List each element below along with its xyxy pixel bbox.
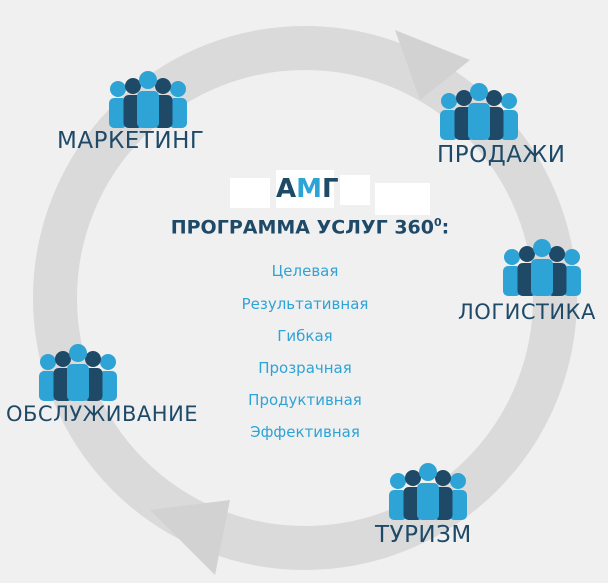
quality-item: Целевая — [271, 262, 339, 280]
arrow-head-top — [395, 30, 470, 100]
quality-item: Эффективная — [250, 423, 360, 441]
people-icon — [36, 343, 120, 401]
program-title: ПРОГРАММА УСЛУГ 3600: — [170, 216, 450, 239]
node-logistics: ЛОГИСТИКА — [458, 300, 596, 324]
quality-item: Прозрачная — [258, 359, 352, 377]
arrow-head-bottom — [150, 500, 230, 575]
node-service: ОБСЛУЖИВАНИЕ — [6, 402, 199, 426]
people-icon — [500, 238, 584, 296]
quality-item: Продуктивная — [248, 391, 362, 409]
people-icon — [386, 462, 470, 520]
quality-item: Гибкая — [277, 327, 333, 345]
node-marketing: МАРКЕТИНГ — [57, 128, 205, 154]
people-icon — [106, 70, 190, 128]
node-sales: ПРОДАЖИ — [437, 142, 566, 168]
amg-logo: АМГ — [276, 170, 339, 208]
people-icon — [437, 82, 521, 140]
node-tourism: ТУРИЗМ — [375, 522, 472, 548]
quality-item: Результативная — [241, 295, 369, 313]
